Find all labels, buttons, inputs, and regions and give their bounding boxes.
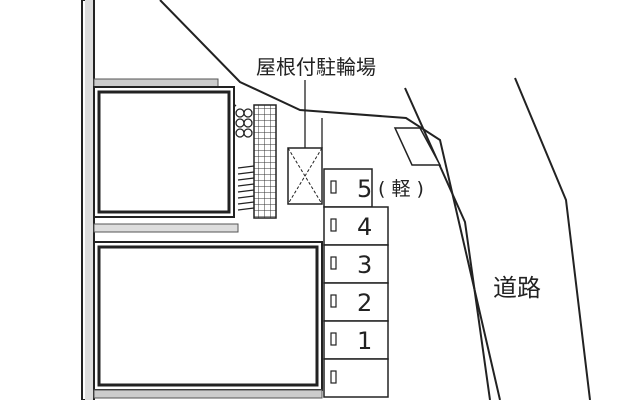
car-stop-marker (330, 294, 337, 308)
parking-spaces: 5 4 3 2 1 (323, 168, 389, 398)
meter-symbols (235, 108, 253, 138)
bike-parking-label: 屋根付駐輪場 (256, 55, 376, 79)
stair-lines (237, 165, 255, 211)
building-lower-inner (97, 245, 319, 387)
car-stop-marker (330, 256, 337, 270)
walkway-strip (93, 223, 239, 233)
road-edge-inner (404, 87, 491, 401)
light-vehicle-note: ( 軽 ) (378, 178, 424, 200)
boundary-notch (393, 127, 442, 166)
car-stop-marker (330, 370, 337, 384)
parking-space-number: 5 (357, 175, 372, 203)
top-boundary-band (93, 78, 219, 88)
bike-parking-cross-b (287, 147, 323, 205)
parking-space-number: 2 (357, 289, 372, 317)
parking-space-number: 1 (357, 327, 372, 355)
road-edge-outer (514, 77, 591, 401)
building-upper-inner (97, 90, 231, 214)
car-stop-marker (330, 218, 337, 232)
car-stop-marker (330, 180, 337, 194)
road-label: 道路 (493, 274, 541, 302)
site-boundary-diagonal (159, 0, 501, 401)
parking-space-4 (323, 206, 389, 246)
stair-grid (253, 104, 277, 219)
lower-boundary-band (93, 389, 323, 399)
parking-space-number: 3 (357, 251, 372, 279)
left-boundary-fill (85, 0, 93, 400)
parking-space-number: 4 (357, 213, 372, 241)
car-stop-marker (330, 332, 337, 346)
